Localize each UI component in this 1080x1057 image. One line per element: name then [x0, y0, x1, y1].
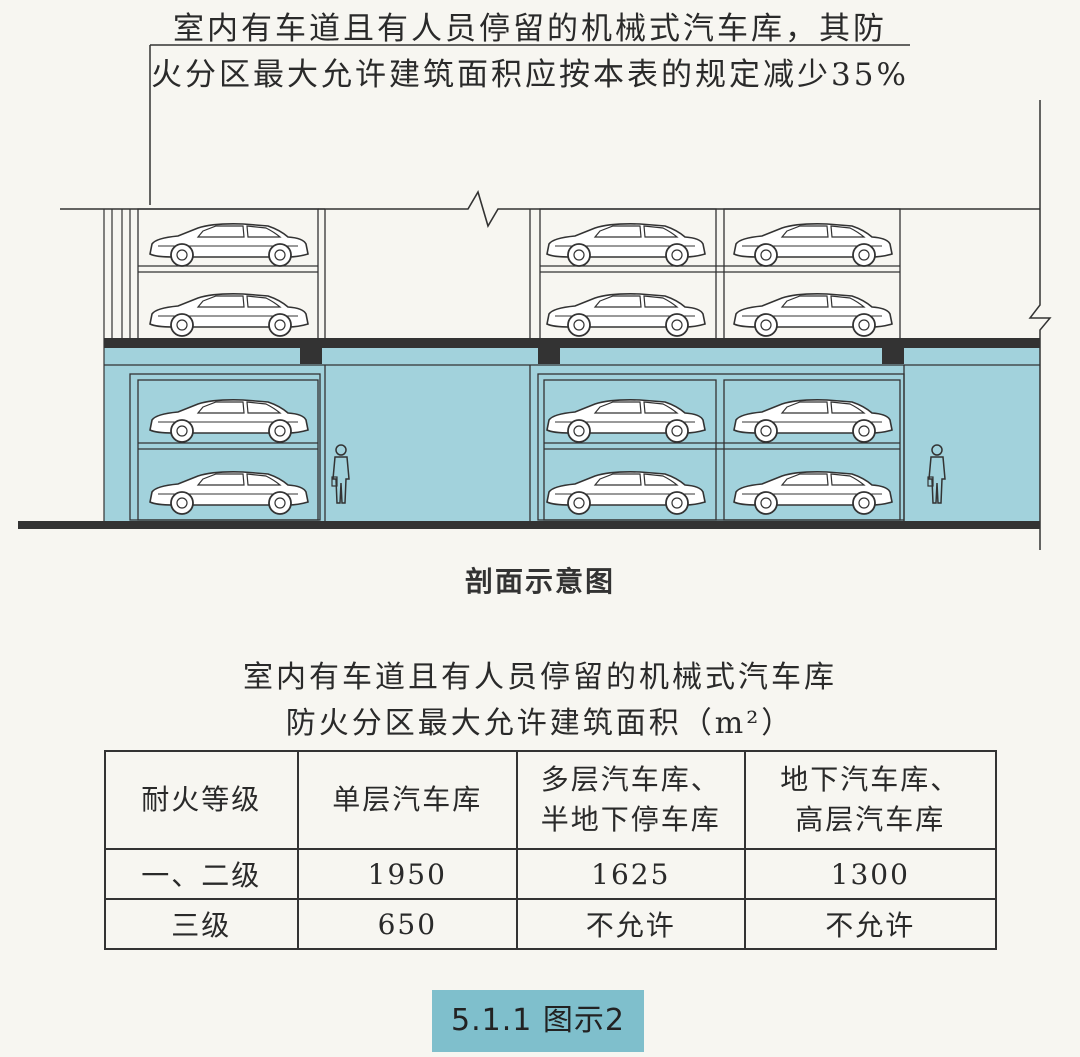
- table-cell: 一、二级: [104, 848, 299, 900]
- left-wall: [103, 209, 131, 522]
- header-multi-storey: 多层汽车库、半地下停车库: [516, 750, 746, 850]
- car: [733, 222, 893, 267]
- table-cell: 三级: [104, 898, 299, 950]
- header-fire-rating: 耐火等级: [104, 750, 299, 850]
- ground-slab: [18, 521, 1040, 529]
- header-underground: 地下汽车库、高层汽车库: [743, 750, 998, 850]
- car: [546, 292, 706, 337]
- rack-upper-right: [529, 208, 901, 340]
- section-caption: 剖面示意图: [464, 565, 615, 598]
- annotation-note: 室内有车道且有人员停留的机械式汽车库，其防 火分区最大允许建筑面积应按本表的规定…: [150, 6, 910, 98]
- car: [546, 222, 706, 267]
- car: [733, 292, 893, 337]
- figure-label: 5.1.1 图示2: [432, 990, 644, 1052]
- annotation-line-2: 火分区最大允许建筑面积应按本表的规定减少35%: [151, 57, 909, 93]
- annotation-line-1: 室内有车道且有人员停留的机械式汽车库，其防: [173, 11, 887, 47]
- rack-basement-left: [129, 365, 326, 521]
- floor-slab: [104, 338, 1040, 348]
- table-title-line-2: 防火分区最大允许建筑面积（m²）: [285, 706, 795, 741]
- car: [149, 222, 309, 267]
- table-cell: 不允许: [743, 898, 998, 950]
- table-row: 三级 650 不允许 不允许: [104, 898, 998, 950]
- table-header-row: 耐火等级 单层汽车库 多层汽车库、半地下停车库 地下汽车库、高层汽车库: [104, 750, 998, 850]
- table-cell: 1950: [296, 848, 519, 900]
- header-single-storey: 单层汽车库: [296, 750, 519, 850]
- section-diagram: [18, 44, 1052, 550]
- table-title-line-1: 室内有车道且有人员停留的机械式汽车库: [243, 660, 837, 695]
- rack-upper-left: [137, 208, 326, 340]
- car: [149, 292, 309, 337]
- column-1: [300, 346, 322, 364]
- right-break-line: [1028, 100, 1052, 550]
- table-row: 一、二级 1950 1625 1300: [104, 848, 998, 900]
- fire-compartment-table: 耐火等级 单层汽车库 多层汽车库、半地下停车库 地下汽车库、高层汽车库 一、二级…: [104, 750, 998, 950]
- table-cell: 1625: [516, 848, 746, 900]
- column-2: [538, 346, 560, 364]
- table-cell: 不允许: [516, 898, 746, 950]
- column-3: [882, 346, 904, 364]
- table-cell: 1300: [743, 848, 998, 900]
- table-title: 室内有车道且有人员停留的机械式汽车库 防火分区最大允许建筑面积（m²）: [0, 655, 1080, 747]
- rack-basement-right: [529, 365, 905, 521]
- table-cell: 650: [296, 898, 519, 950]
